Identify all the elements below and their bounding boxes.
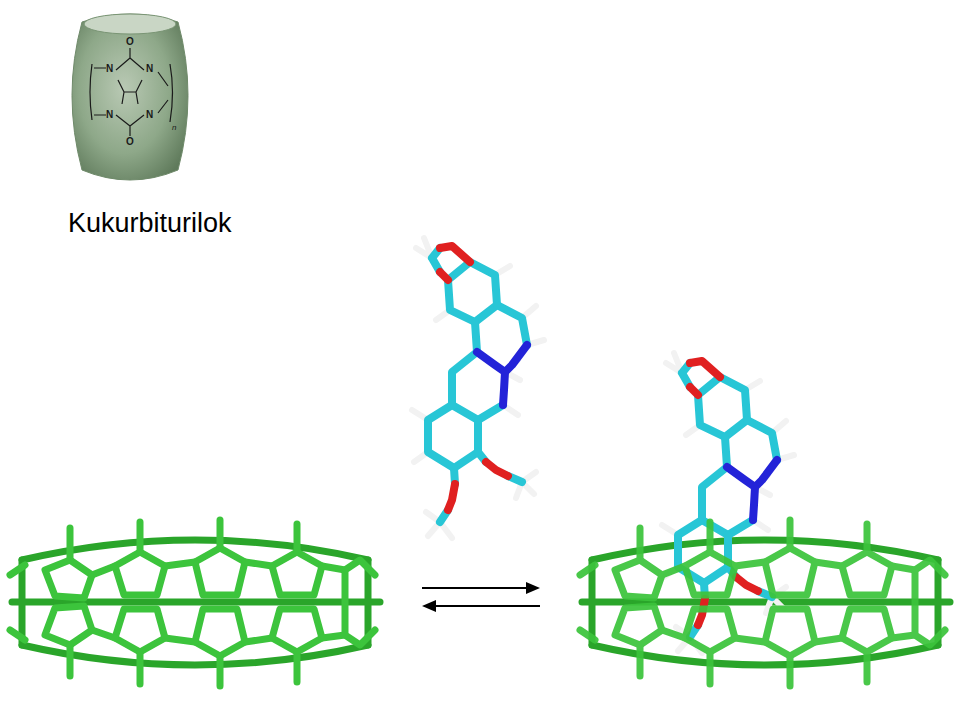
atom-label: N [106, 110, 113, 120]
atom-label: O [126, 137, 134, 147]
subscript-label: n [172, 124, 176, 132]
title-label: Kukurbiturilok [68, 210, 232, 237]
atom-label: N [146, 110, 153, 120]
atom-label: N [106, 64, 113, 74]
atom-label: N [146, 64, 153, 74]
atom-label: O [126, 37, 134, 47]
